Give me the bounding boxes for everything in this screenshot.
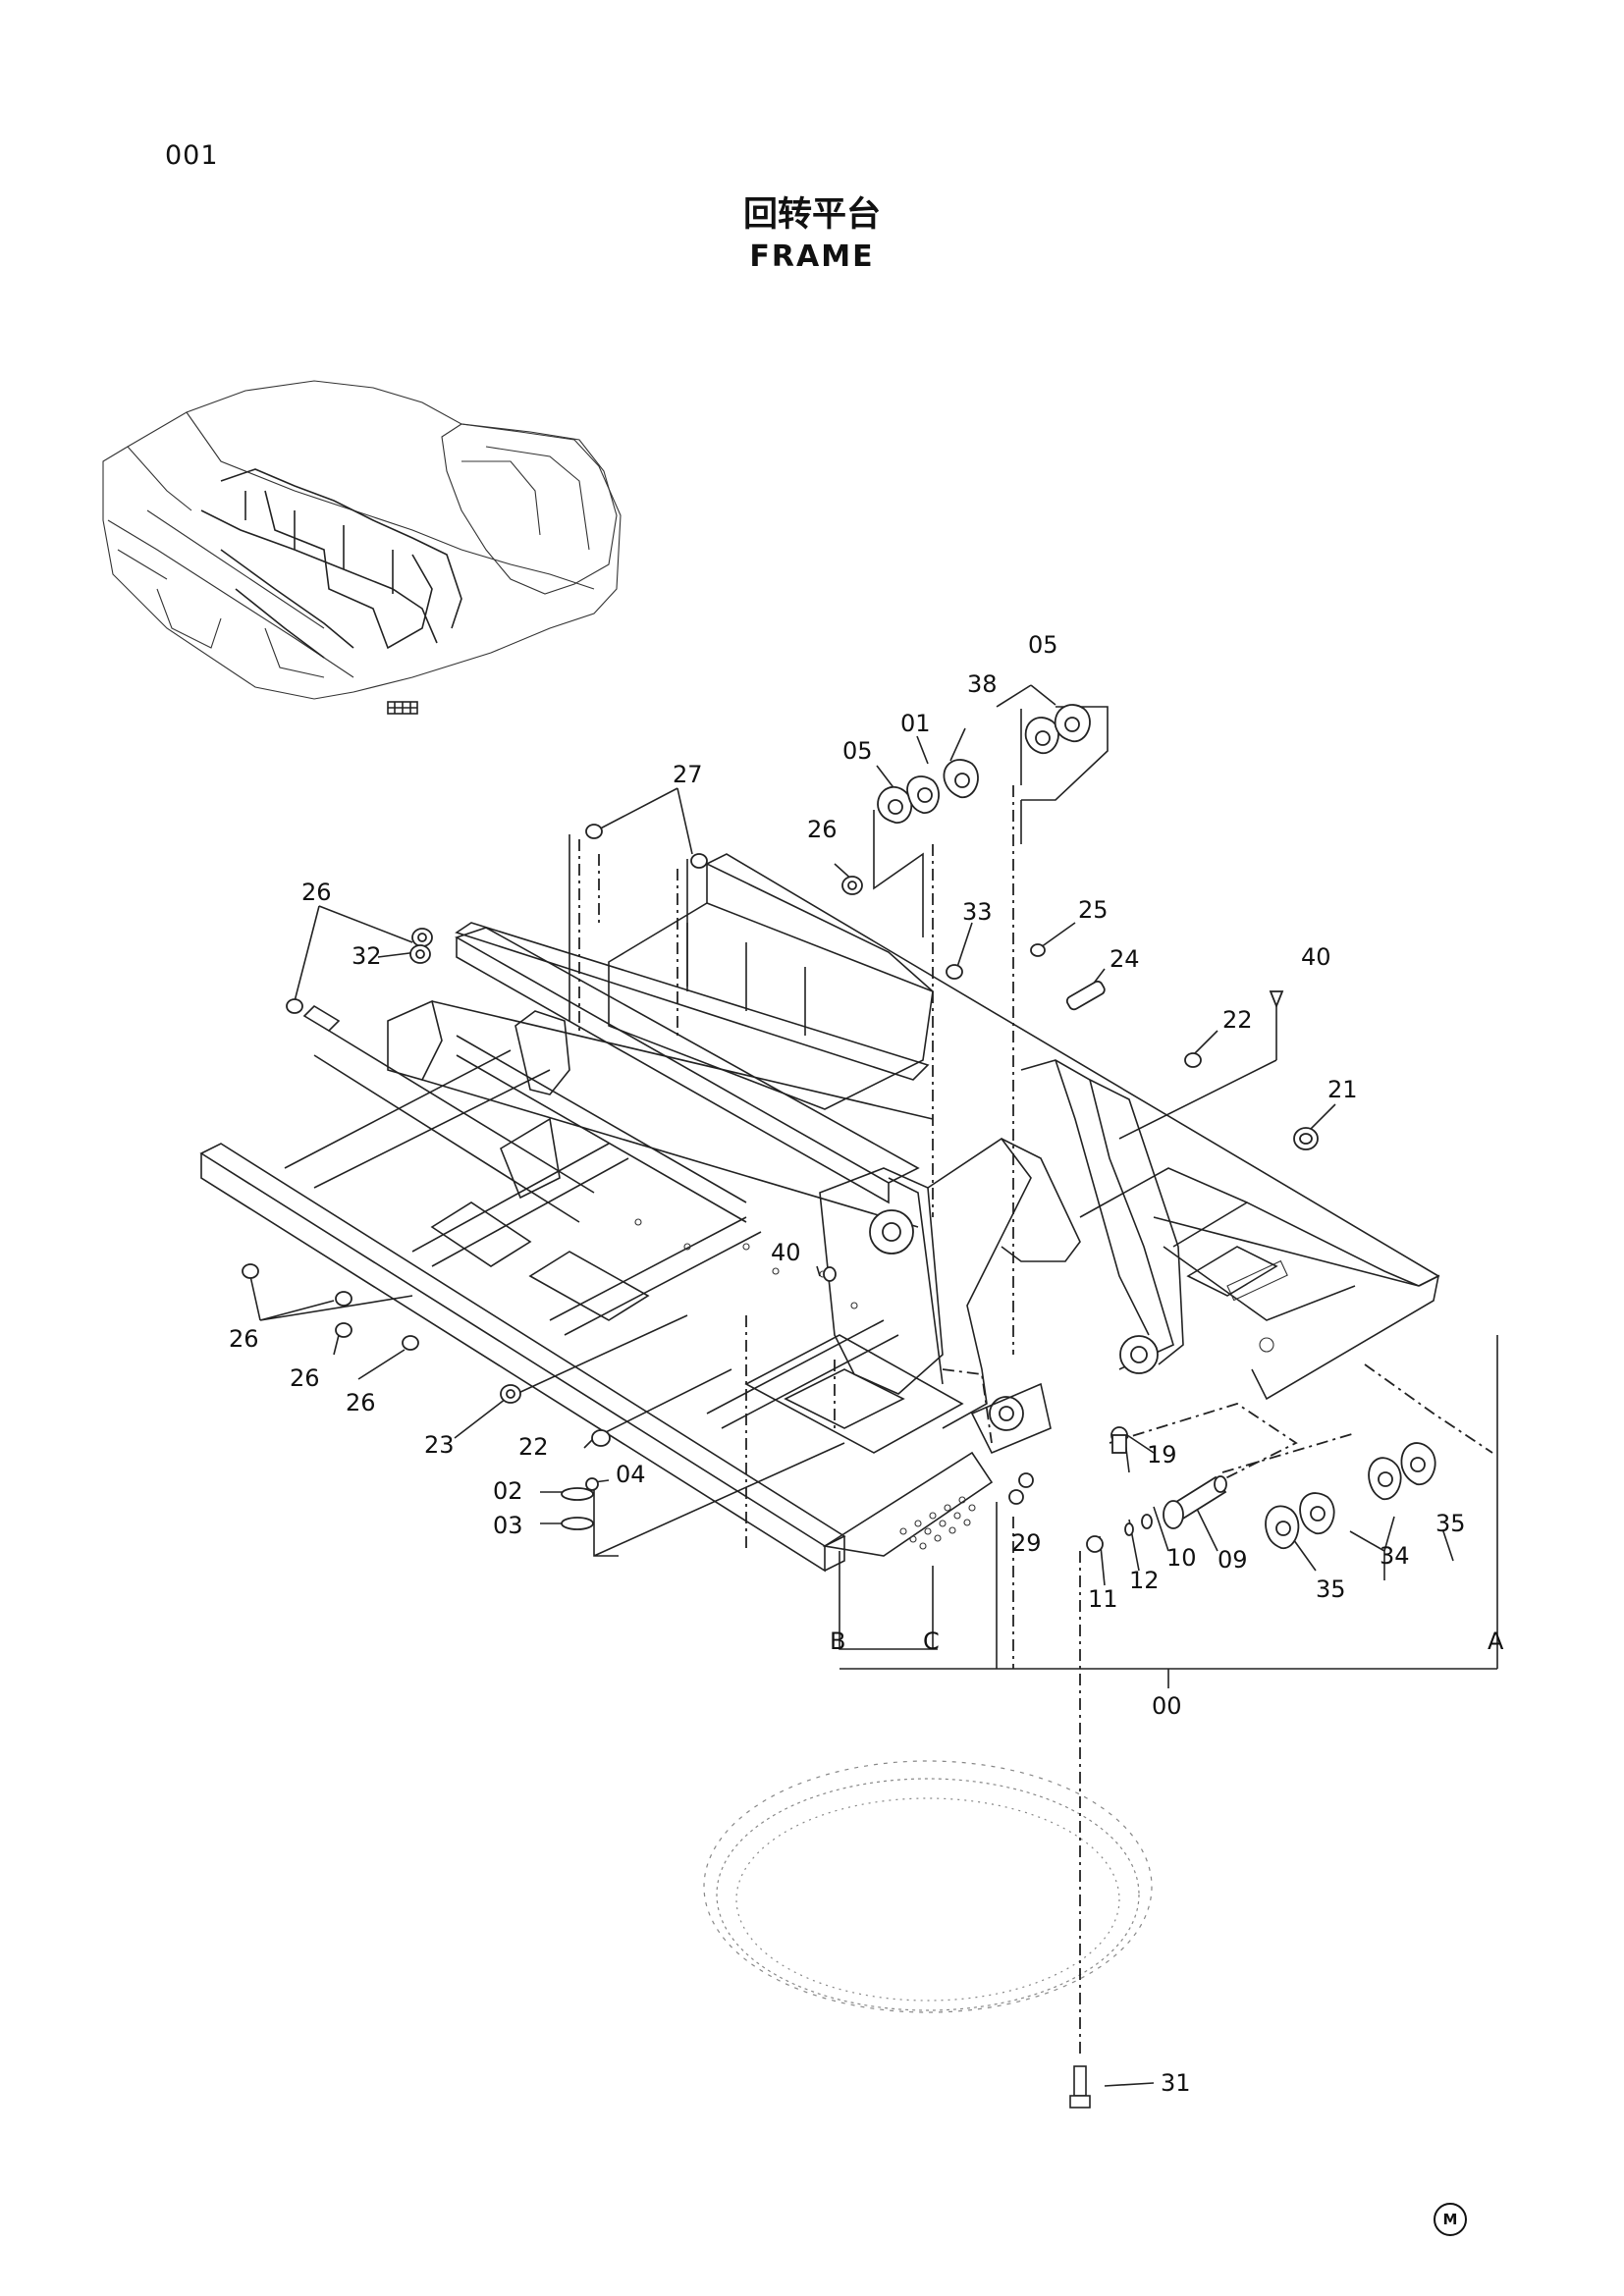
callout-10: 10 — [1166, 1544, 1197, 1572]
small-parts — [242, 704, 1436, 2109]
callout-B: B — [830, 1628, 845, 1655]
callout-33: 33 — [962, 898, 993, 926]
callout-31: 31 — [1161, 2069, 1191, 2097]
callout-09: 09 — [1218, 1546, 1248, 1574]
callout-26-lower-left: 26 — [229, 1325, 259, 1353]
callout-40-right: 40 — [1301, 943, 1331, 971]
callout-26-middle: 26 — [807, 816, 838, 843]
callout-26-upper-left: 26 — [301, 879, 332, 906]
callout-32: 32 — [352, 942, 382, 970]
callout-22-right: 22 — [1222, 1006, 1253, 1034]
callout-35-lower: 35 — [1316, 1575, 1346, 1603]
callout-22-left: 22 — [518, 1433, 549, 1461]
callout-01: 01 — [900, 710, 931, 737]
swing-bearing-ring — [703, 1760, 1153, 2013]
callout-26-lowest: 26 — [346, 1389, 376, 1416]
page-title-chinese: 回转平台 — [742, 195, 881, 235]
callout-26-lower: 26 — [290, 1364, 320, 1392]
page-number: 001 — [165, 140, 219, 171]
callout-23: 23 — [424, 1431, 455, 1459]
shim-set-lower — [1265, 1442, 1436, 1549]
step-plate-holes — [899, 1496, 976, 1550]
callout-00: 00 — [1152, 1692, 1182, 1720]
callout-29: 29 — [1011, 1529, 1042, 1557]
leader-lines — [249, 684, 1498, 2087]
callout-05-left: 05 — [842, 737, 873, 765]
page-title: FRAME — [749, 240, 875, 274]
callout-19: 19 — [1147, 1441, 1177, 1468]
callout-05-top: 05 — [1028, 631, 1058, 659]
callout-24: 24 — [1110, 945, 1140, 973]
callout-27: 27 — [673, 761, 703, 788]
callout-C: C — [923, 1628, 940, 1655]
callout-34: 34 — [1380, 1542, 1410, 1570]
callout-21: 21 — [1327, 1076, 1358, 1103]
upper-frame-assembly — [199, 853, 1440, 1573]
callout-11: 11 — [1088, 1585, 1118, 1613]
machine-overview-thumbnail — [102, 380, 622, 715]
callout-25: 25 — [1078, 896, 1109, 924]
callout-38: 38 — [967, 670, 998, 698]
callout-35-right: 35 — [1435, 1510, 1466, 1537]
callout-12: 12 — [1129, 1567, 1160, 1594]
callout-02: 02 — [493, 1477, 523, 1505]
callout-labels: 05 38 05 01 27 26 26 33 25 24 26 32 40 2… — [229, 631, 1504, 2097]
callout-03: 03 — [493, 1512, 523, 1539]
callout-A: A — [1488, 1628, 1504, 1655]
callout-40-middle: 40 — [771, 1239, 801, 1266]
reference-lines — [578, 785, 1493, 2056]
shim-set-upper — [877, 704, 1091, 824]
callout-04: 04 — [616, 1461, 646, 1488]
manufacturer-mark: M — [1434, 2203, 1467, 2236]
